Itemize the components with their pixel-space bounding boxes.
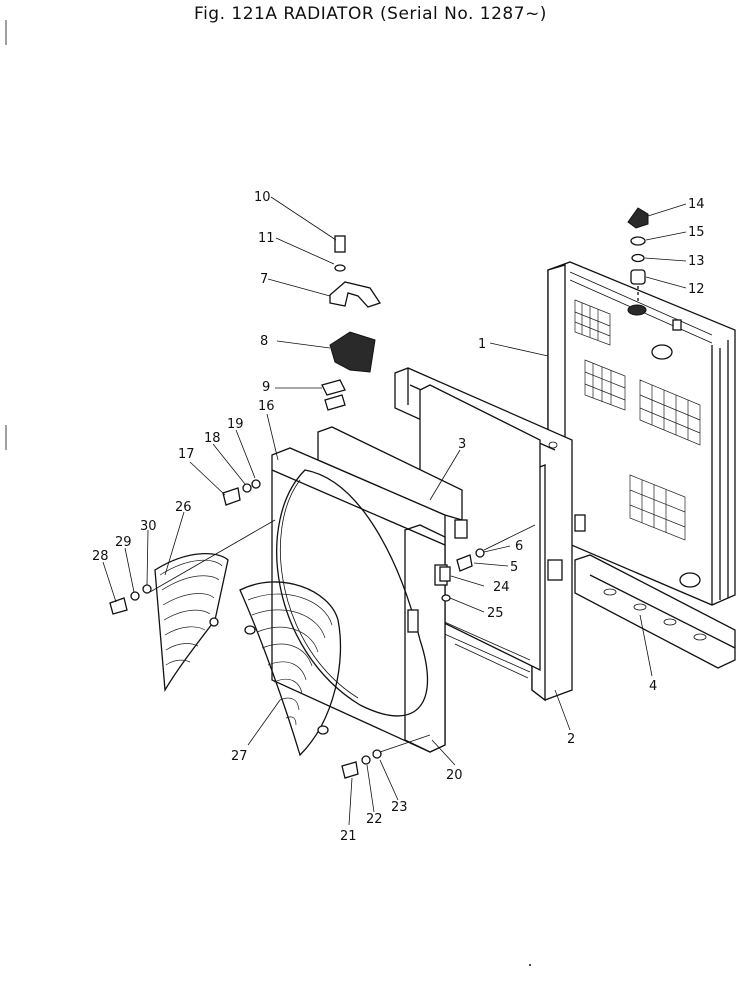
- radiator-core: [547, 261, 736, 606]
- bottom-support: [574, 554, 736, 669]
- callout-17: 17: [178, 447, 195, 462]
- callout-13: 13: [688, 254, 705, 269]
- callout-16: 16: [258, 399, 275, 414]
- callout-27: 27: [231, 749, 248, 764]
- callout-3: 3: [458, 437, 466, 452]
- callout-labels: 1 2 3 4 5 6 7 8 9 10 11 12 13 14 15 16 1…: [92, 190, 705, 844]
- leader-lines: [102, 196, 687, 826]
- figure-title: Fig. 121A RADIATOR (Serial No. 1287~): [194, 4, 547, 24]
- callout-21: 21: [340, 829, 357, 844]
- callout-7: 7: [260, 272, 268, 287]
- callout-5: 5: [510, 560, 518, 575]
- callout-18: 18: [204, 431, 221, 446]
- hardware: [109, 479, 485, 779]
- radiator-cap-parts: [627, 207, 649, 302]
- callout-22: 22: [366, 812, 383, 827]
- callout-29: 29: [115, 535, 132, 550]
- callout-9: 9: [262, 380, 270, 395]
- callout-20: 20: [446, 768, 463, 783]
- callout-8: 8: [260, 334, 268, 349]
- callout-28: 28: [92, 549, 109, 564]
- callout-6: 6: [515, 539, 523, 554]
- callout-11: 11: [258, 231, 275, 246]
- top-brackets: [321, 235, 382, 411]
- callout-30: 30: [140, 519, 157, 534]
- callout-2: 2: [567, 732, 575, 747]
- callout-19: 19: [227, 417, 244, 432]
- callout-26: 26: [175, 500, 192, 515]
- alignment-lines: [149, 519, 536, 753]
- callout-24: 24: [493, 580, 510, 595]
- callout-14: 14: [688, 197, 705, 212]
- callout-23: 23: [391, 800, 408, 815]
- callout-15: 15: [688, 225, 705, 240]
- callout-12: 12: [688, 282, 705, 297]
- callout-10: 10: [254, 190, 271, 205]
- callout-4: 4: [649, 679, 657, 694]
- fan-shroud: [271, 426, 468, 753]
- callout-25: 25: [487, 606, 504, 621]
- fan-guard-grilles: [154, 553, 342, 757]
- callout-1: 1: [478, 337, 486, 352]
